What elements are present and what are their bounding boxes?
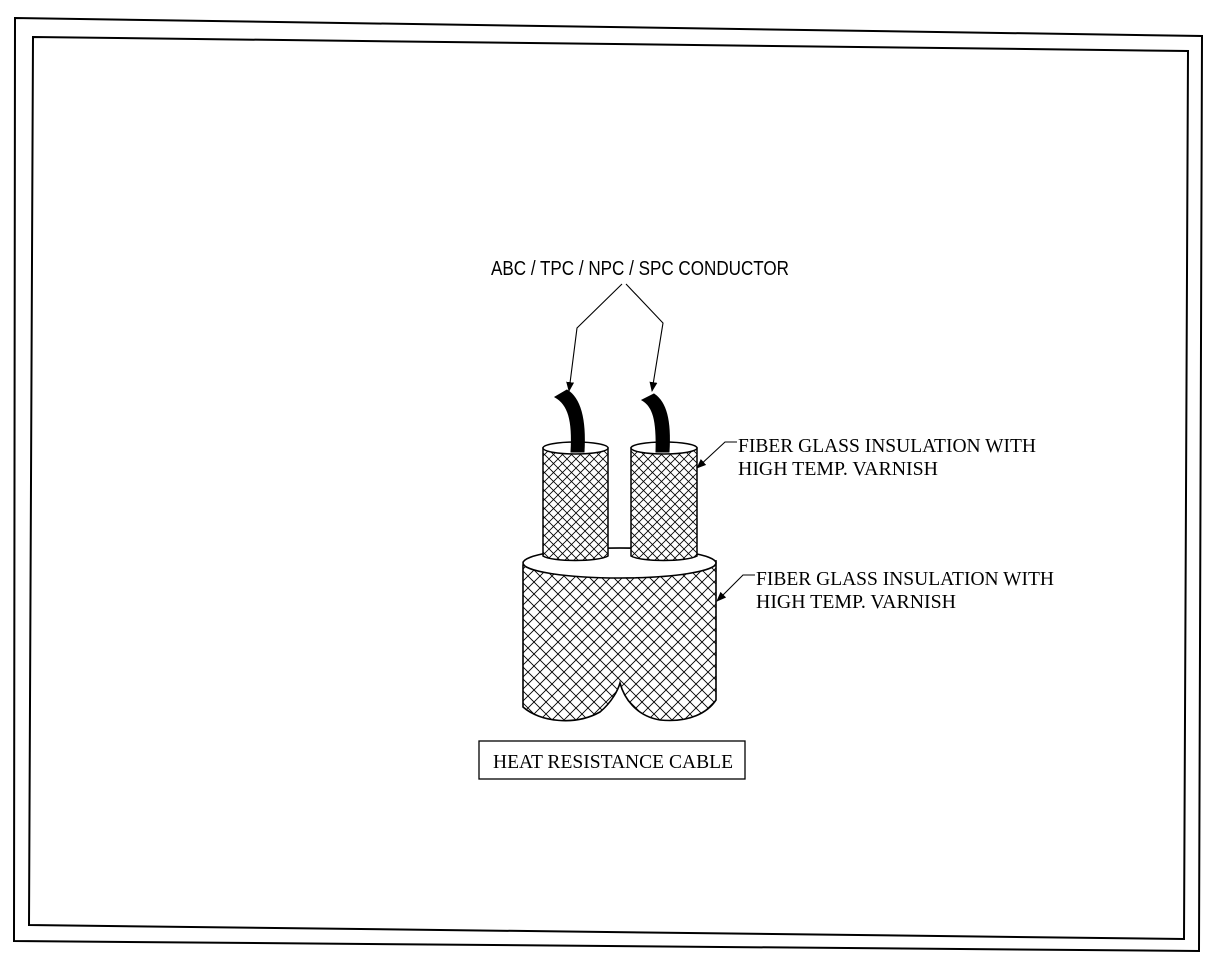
- conductor-leaders: [566, 283, 664, 392]
- outer-insulation-label-line2: HIGH TEMP. VARNISH: [756, 591, 956, 613]
- right-core: [630, 393, 698, 562]
- inner-insulation-label-line1: FIBER GLASS INSULATION WITH: [738, 435, 1036, 457]
- caption-text: HEAT RESISTANCE CABLE: [493, 751, 733, 773]
- right-conductor: [640, 393, 670, 453]
- caption-box: HEAT RESISTANCE CABLE: [478, 740, 746, 780]
- left-conductor: [553, 389, 585, 453]
- conductor-label: ABC / TPC / NPC / SPC CONDUCTOR: [491, 258, 789, 280]
- inner-insulation-leader: [696, 441, 737, 469]
- outer-insulation-jacket: [522, 547, 717, 722]
- outer-insulation-label-line1: FIBER GLASS INSULATION WITH: [756, 568, 1054, 590]
- left-core: [542, 389, 609, 562]
- outer-insulation-leader: [716, 574, 755, 602]
- outer-frame: [12, 16, 1204, 953]
- inner-insulation-label-line2: HIGH TEMP. VARNISH: [738, 458, 938, 480]
- inner-frame: [27, 35, 1190, 941]
